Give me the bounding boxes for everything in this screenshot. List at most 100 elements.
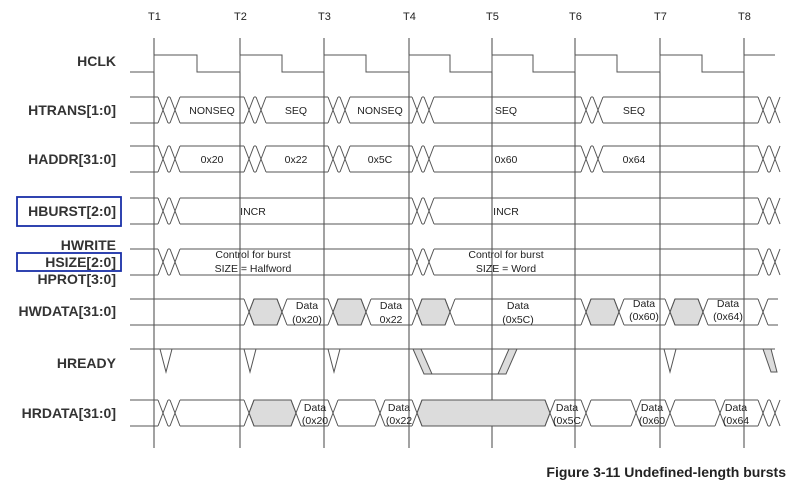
htrans-crossing-5 — [339, 96, 351, 124]
hrdata-crossing-12 — [757, 399, 769, 427]
hrdata-crossing-5 — [374, 399, 386, 427]
htrans-crossing-0 — [157, 96, 169, 124]
hwdata-data-word-3: Data — [507, 300, 529, 312]
htrans-crossing-8 — [580, 96, 592, 124]
haddr-waveform — [130, 145, 781, 173]
hwdata-waveform — [130, 298, 778, 326]
haddr-crossing-6 — [411, 145, 423, 173]
hwdata-data-word-2: Data — [380, 300, 402, 312]
hwdata-crossing-0 — [243, 298, 255, 326]
hburst-waveform — [130, 197, 781, 225]
hrdata-crossing-13 — [769, 399, 781, 427]
clock-label-t2: T2 — [234, 11, 247, 23]
hwdata-crossing-6 — [580, 298, 592, 326]
control-crossing-3 — [423, 248, 435, 276]
hrdata-data-word-2: Data — [388, 402, 410, 414]
haddr-value-3: 0x5C — [368, 154, 393, 166]
htrans-value-1: NONSEQ — [189, 105, 235, 117]
hwdata-value-3: (0x5C) — [502, 314, 534, 326]
hrdata-crossing-2 — [243, 399, 255, 427]
htrans-value-3: NONSEQ — [357, 105, 403, 117]
hwdata-shade-4 — [669, 298, 704, 326]
hwdata-value-5: (0x64) — [713, 311, 743, 323]
control-2-line2: SIZE = Word — [476, 263, 536, 275]
control-1-line2: SIZE = Halfword — [215, 263, 292, 275]
hsize-highlight-box — [16, 252, 122, 272]
htrans-crossing-7 — [423, 96, 435, 124]
clock-label-t8: T8 — [738, 11, 751, 23]
hwdata-data-word-1: Data — [296, 300, 318, 312]
hwdata-shade-2 — [416, 298, 451, 326]
hwdata-crossing-9 — [697, 298, 709, 326]
haddr-crossing-5 — [339, 145, 351, 173]
haddr-value-2: 0x22 — [285, 154, 308, 166]
hrdata-value-3: (0x5C — [553, 415, 581, 427]
haddr-crossing-11 — [769, 145, 781, 173]
hburst-highlight-box — [16, 196, 122, 227]
label-hprot: HPROT[3:0] — [37, 271, 116, 287]
figure-caption: Figure 3-11 Undefined-length bursts — [546, 464, 786, 480]
hwdata-crossing-10 — [757, 298, 769, 326]
hwdata-shade-3 — [585, 298, 620, 326]
hrdata-crossing-9 — [630, 399, 642, 427]
hrdata-data-word-3: Data — [556, 402, 578, 414]
htrans-crossing-11 — [769, 96, 781, 124]
clock-gridlines — [153, 38, 745, 448]
haddr-value-5: 0x64 — [623, 154, 646, 166]
clock-label-t5: T5 — [486, 11, 499, 23]
hready-pulse-t1 — [159, 348, 173, 374]
label-haddr: HADDR[31:0] — [28, 151, 116, 167]
control-1-line1: Control for burst — [215, 249, 290, 261]
hburst-crossing-0 — [157, 197, 169, 225]
hrdata-value-4: (0x60 — [639, 415, 665, 427]
hburst-crossing-4 — [757, 197, 769, 225]
hrdata-data-word-5: Data — [725, 402, 747, 414]
control-2-line1: Control for burst — [468, 249, 543, 261]
hrdata-waveform — [130, 399, 781, 427]
clock-label-t1: T1 — [148, 11, 161, 23]
hwdata-shade-1 — [332, 298, 367, 326]
haddr-crossing-8 — [580, 145, 592, 173]
hwdata-value-2: 0x22 — [380, 314, 403, 326]
clock-labels: T1 T2 T3 T4 T5 T6 T7 T8 — [148, 11, 751, 23]
hrdata-crossing-10 — [664, 399, 676, 427]
hrdata-crossing-11 — [714, 399, 726, 427]
control-crossing-0 — [157, 248, 169, 276]
hwdata-crossing-2 — [327, 298, 339, 326]
htrans-crossing-9 — [592, 96, 604, 124]
hrdata-crossing-3 — [290, 399, 302, 427]
htrans-value-2: SEQ — [285, 105, 307, 117]
hwdata-value-4: (0x60) — [629, 311, 659, 323]
haddr-value-4: 0x60 — [495, 154, 518, 166]
hrdata-crossing-1 — [169, 399, 181, 427]
label-htrans: HTRANS[1:0] — [28, 102, 116, 118]
hrdata-shade-0 — [248, 399, 297, 427]
haddr-crossing-4 — [327, 145, 339, 173]
control-crossing-1 — [169, 248, 181, 276]
htrans-crossing-4 — [327, 96, 339, 124]
label-hwdata: HWDATA[31:0] — [19, 303, 116, 319]
haddr-value-1: 0x20 — [201, 154, 224, 166]
hwdata-labels: Data (0x20) Data 0x22 Data (0x5C) Data (… — [292, 298, 743, 326]
htrans-crossing-3 — [255, 96, 267, 124]
hrdata-labels: Data (0x20 Data (0x22 Data (0x5C Data (0… — [302, 402, 749, 427]
hwdata-crossing-7 — [613, 298, 625, 326]
hrdata-shade-1 — [416, 399, 551, 427]
clock-label-t3: T3 — [318, 11, 331, 23]
htrans-crossing-6 — [411, 96, 423, 124]
hburst-value-2: INCR — [493, 206, 519, 218]
hrdata-crossing-4 — [327, 399, 339, 427]
hrdata-crossing-0 — [157, 399, 169, 427]
haddr-crossing-3 — [255, 145, 267, 173]
haddr-labels: 0x20 0x22 0x5C 0x60 0x64 — [201, 154, 646, 166]
hready-waveform — [130, 348, 778, 375]
hready-pulse-t2 — [243, 348, 257, 374]
control-crossing-5 — [769, 248, 781, 276]
haddr-crossing-10 — [757, 145, 769, 173]
control-crossing-4 — [757, 248, 769, 276]
htrans-value-4: SEQ — [495, 105, 517, 117]
hwdata-data-word-5: Data — [717, 298, 739, 310]
hwdata-crossing-5 — [444, 298, 456, 326]
label-hwrite: HWRITE — [61, 237, 116, 253]
